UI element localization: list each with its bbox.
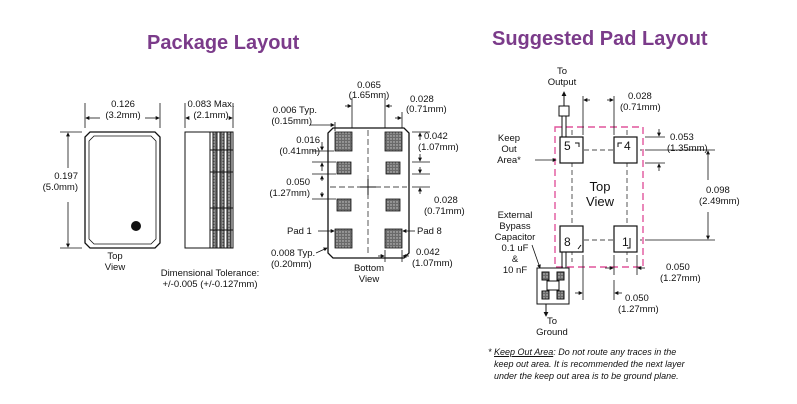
pad-d-in: 0.050 [666, 262, 690, 273]
bv-028-mm: (0.71mm) [406, 104, 447, 115]
bv-028-in: 0.028 [410, 94, 434, 105]
bottom-pad-4 [384, 131, 403, 152]
pad-layout-dims [531, 96, 715, 300]
pad-8 [559, 225, 584, 253]
bv-050-in: 0.050 [286, 177, 310, 188]
bv-016-in: 0.016 [296, 135, 320, 146]
output-trace [558, 91, 570, 137]
pad-top-view-1: Top [589, 179, 611, 194]
footnote-text-1: : Do not route any traces in the [553, 347, 677, 357]
footnote-line-3: under the keep out area is to be ground … [494, 371, 679, 381]
pad-d-mm: (1.27mm) [660, 273, 701, 284]
package-side-view [184, 131, 234, 249]
bv-008-in: 0.008 Typ. [271, 248, 316, 259]
pad-label-1: 1 [622, 235, 629, 249]
to-ground-1: To [546, 316, 558, 327]
top-view-width-dim [84, 103, 161, 128]
bv-006-mm: (0.15mm) [271, 116, 312, 127]
bv-016-mm: (0.41mm) [279, 146, 320, 157]
keep-out-3: Area* [497, 155, 521, 166]
tolerance-line-1: Dimensional Tolerance: [160, 268, 260, 279]
bypass-5: & [511, 254, 519, 265]
pad-layout-title: Suggested Pad Layout [492, 28, 708, 50]
to-output-2: Output [547, 77, 577, 88]
top-view-height-dim [60, 131, 82, 249]
pad-b-mm: (1.35mm) [667, 143, 708, 154]
pad-1 [613, 225, 638, 253]
package-layout-title: Package Layout [147, 32, 300, 54]
package-top-view [84, 131, 161, 249]
top-height-in: 0.197 [54, 171, 78, 182]
side-view-height-dim [184, 103, 234, 128]
keep-out-area [554, 126, 644, 268]
to-output-1: To [556, 66, 568, 77]
pad-label-5: 5 [564, 139, 571, 153]
pad-b-in: 0.053 [670, 132, 694, 143]
bv-042b-in: 0.042 [416, 247, 440, 258]
bv-028b-mm: (0.71mm) [424, 206, 465, 217]
bv-042-in: 0.042 [424, 131, 448, 142]
pad-top-view-2: View [586, 194, 614, 209]
bv-065-mm: (1.65mm) [348, 90, 390, 101]
pad-a-mm: (0.71mm) [620, 102, 661, 113]
bottom-pad-8 [384, 228, 403, 249]
bypass-1: External [497, 210, 533, 221]
top-width-in: 0.126 [111, 99, 135, 110]
bypass-6: 10 nF [502, 265, 528, 276]
pad-e-in: 0.050 [625, 293, 649, 304]
bv-006-in: 0.006 Typ. [272, 105, 317, 116]
bv-065-in: 0.065 [357, 80, 381, 91]
top-view-label-2: View [104, 262, 126, 273]
bypass-2: Bypass [499, 221, 531, 232]
pad-1-label: Pad 1 [287, 226, 312, 237]
pad-corner-marks [575, 142, 631, 250]
side-max-mm: (2.1mm) [193, 110, 229, 121]
pad-c-mm: (2.49mm) [699, 196, 740, 207]
pad-a-in: 0.028 [628, 91, 652, 102]
keep-out-2: Out [501, 144, 517, 155]
footnote-star: * [488, 347, 495, 357]
keep-out-footnote: * Keep Out Area: Do not route any traces… [488, 346, 788, 382]
bottom-pad-5 [334, 131, 353, 152]
bv-042b-mm: (1.07mm) [412, 258, 453, 269]
pad-c-in: 0.098 [706, 185, 730, 196]
bypass-4: 0.1 uF [501, 243, 529, 254]
pad-8-label: Pad 8 [417, 226, 442, 237]
bottom-view-dims [310, 98, 430, 262]
bv-028b-in: 0.028 [434, 195, 458, 206]
bv-050-mm: (1.27mm) [269, 188, 310, 199]
pin1-marker-icon [131, 221, 141, 231]
tolerance-line-2: +/-0.005 (+/-0.127mm) [162, 279, 258, 290]
top-width-mm: (3.2mm) [105, 110, 141, 121]
bypass-3: Capacitor [494, 232, 536, 243]
top-view-label-1: Top [107, 251, 123, 262]
bypass-capacitor [536, 252, 570, 317]
pad-e-mm: (1.27mm) [618, 304, 659, 315]
bottom-pad-1 [334, 228, 353, 249]
to-ground-2: Ground [536, 327, 568, 338]
pad-label-8: 8 [564, 235, 571, 249]
footnote-line-2: keep out area. It is recommended the nex… [494, 359, 685, 369]
bv-008-mm: (0.20mm) [271, 259, 312, 270]
side-max-in: 0.083 Max. [187, 99, 235, 110]
top-height-mm: (5.0mm) [42, 182, 78, 193]
footnote-term: Keep Out Area [494, 347, 554, 357]
bottom-view-label-2: View [358, 274, 380, 285]
package-bottom-view [327, 127, 410, 259]
pad-label-4: 4 [624, 139, 631, 153]
keep-out-1: Keep [497, 133, 521, 144]
bv-042-mm: (1.07mm) [418, 142, 459, 153]
bottom-view-label-1: Bottom [353, 263, 385, 274]
